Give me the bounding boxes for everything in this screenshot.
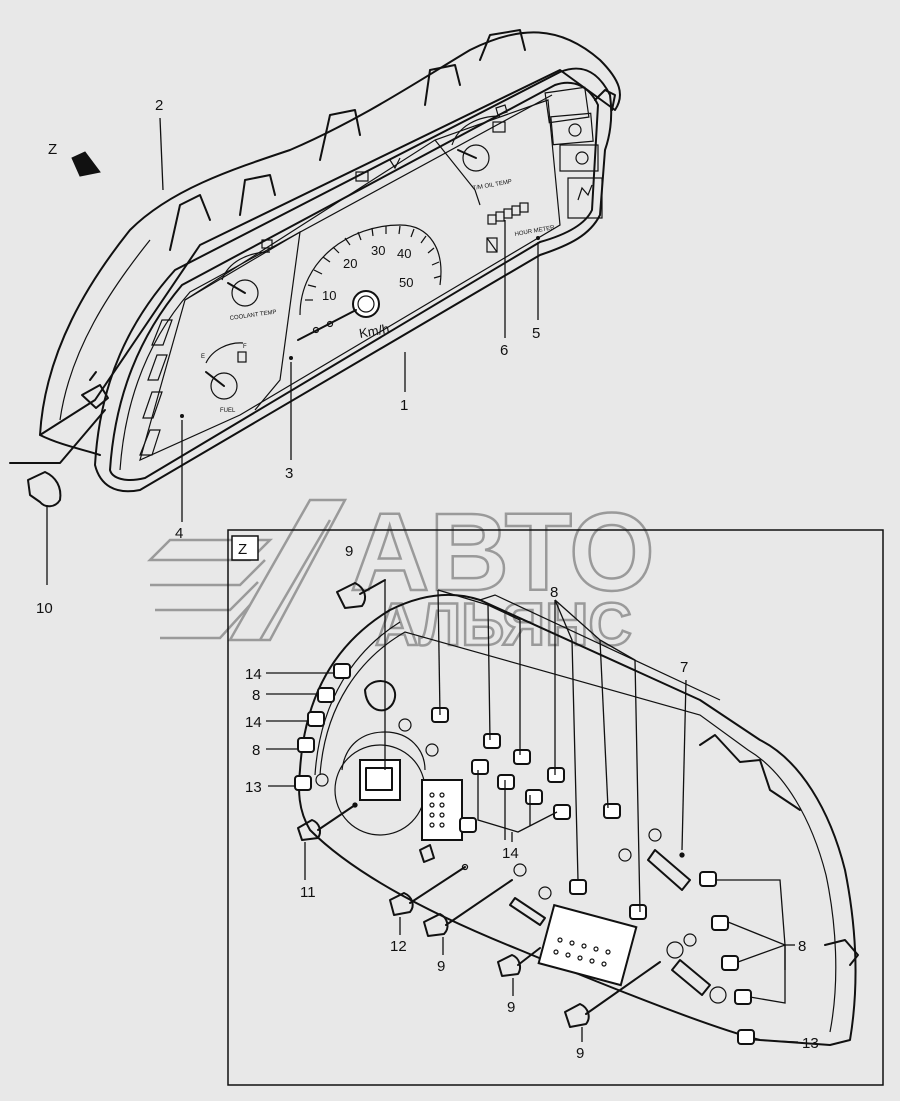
watermark: АВТО АЛЬЯНС [146,490,656,659]
hour-meter: HOUR METER [486,202,556,253]
callout-9-mid: 9 [437,958,445,975]
callout-9-low: 9 [507,999,515,1016]
screw-10 [9,409,106,585]
right-warning-lamps [544,86,603,219]
watermark-line2: АЛЬЯНС [375,591,632,658]
speed-tick-10: 10 [322,288,336,303]
callout-12: 12 [390,938,407,955]
callout-7: 7 [680,659,688,676]
coolant-label: COOLANT TEMP [229,309,277,322]
callout-14-c: 14 [502,845,519,862]
speed-tick-40: 40 [397,246,411,261]
callout-10: 10 [36,600,53,617]
callout-1: 1 [400,397,408,414]
callout-6: 6 [500,342,508,359]
rear-housing [298,593,857,1046]
callout-9-bottom: 9 [576,1045,584,1062]
callout-9-top: 9 [345,543,353,560]
watermark-line1: АВТО [350,491,655,614]
fuel-full-label: F [243,344,247,350]
oil-temp-label: T/M OIL TEMP [472,179,512,192]
detail-leader-lines [266,580,799,1043]
left-warning-lamps [139,319,173,456]
view-arrow: Z [48,141,101,177]
speedometer: 10 20 30 40 50 Km/h [297,157,442,341]
view-marker-label: Z [48,141,57,158]
callout-14-b: 14 [245,714,262,731]
coolant-gauge: COOLANT TEMP [221,239,277,322]
screw-12 [389,866,466,916]
callout-11: 11 [300,884,316,901]
callout-13-right: 13 [802,1035,819,1052]
oil-temp-gauge: T/M OIL TEMP [434,104,512,206]
callout-8-right: 8 [798,938,806,955]
callout-8-left-b: 8 [252,742,260,759]
screw-9-mid [423,879,513,937]
screw-11 [297,804,356,841]
speed-tick-20: 20 [343,256,357,271]
bezel [94,67,613,493]
fuel-gauge: E F FUEL [201,342,247,414]
detail-callouts: 9 8 7 14 8 14 8 13 14 11 12 9 9 9 8 13 [245,543,819,1062]
screw-9-low [497,947,541,977]
callout-8-left-a: 8 [252,687,260,704]
speedometer-tick-marks [305,225,442,301]
callout-4: 4 [175,525,183,542]
detail-view-z: Z [227,529,884,1086]
instrument-cluster-assembly: COOLANT TEMP E F FUEL [39,29,621,493]
screw-9-top [336,579,386,609]
callout-14-a: 14 [245,666,262,683]
socket-holes [315,718,727,1004]
fuel-empty-label: E [201,354,205,360]
screw-9-bottom [564,961,661,1028]
speed-tick-30: 30 [371,243,385,258]
speed-unit-label: Km/h [358,321,390,341]
bulb-sockets [294,663,755,1045]
upper-callouts: 2 4 3 1 6 5 10 [36,97,540,617]
callout-3: 3 [285,465,293,482]
speed-tick-50: 50 [399,275,413,290]
callout-2: 2 [155,97,163,114]
hour-meter-label: HOUR METER [514,225,555,238]
watermark-logo [146,498,348,642]
callout-13-left: 13 [245,779,262,796]
mounting-tabs [169,29,616,251]
callout-8-top: 8 [550,584,558,601]
detail-label: Z [238,541,247,558]
fuel-label: FUEL [220,408,236,414]
callout-5: 5 [532,325,540,342]
